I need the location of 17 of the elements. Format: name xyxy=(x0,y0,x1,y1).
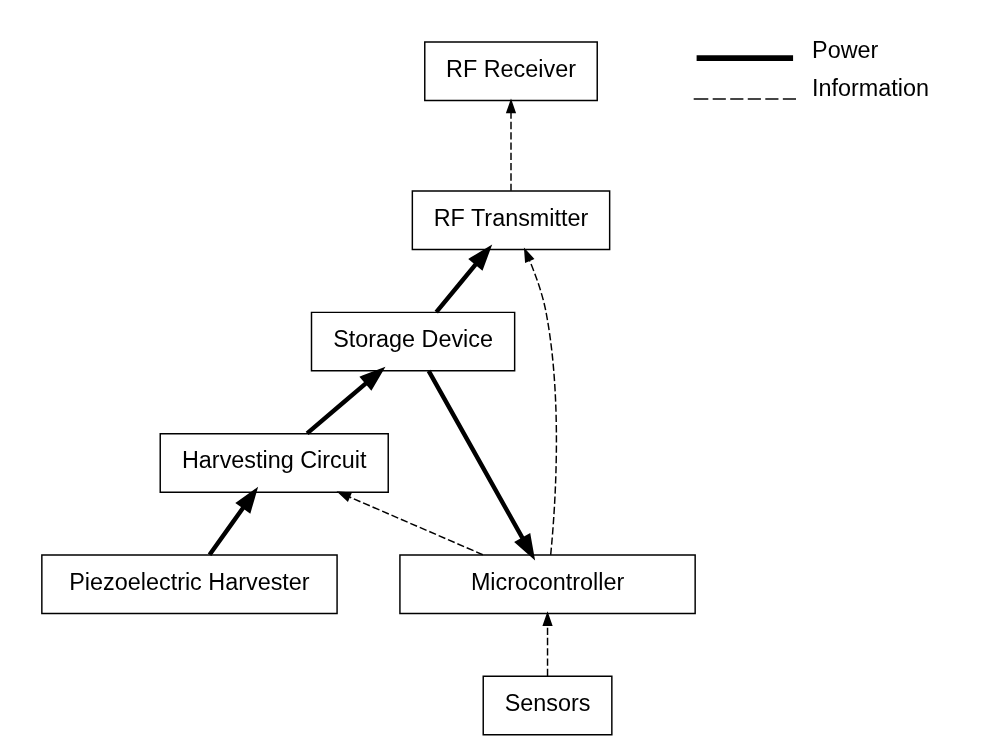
node-box: Sensors xyxy=(482,675,613,736)
arrow xyxy=(426,369,536,561)
arrow xyxy=(434,244,493,314)
legend-label: Power xyxy=(812,36,879,63)
arrow xyxy=(305,366,386,436)
node-box: Microcontroller xyxy=(399,554,696,615)
node-box: RF Receiver xyxy=(424,41,598,102)
node-box: Storage Device xyxy=(310,311,516,372)
arrow xyxy=(542,611,553,677)
arrow xyxy=(336,491,484,556)
node-box: Harvesting Circuit xyxy=(159,432,389,493)
legend-label: Information xyxy=(812,74,930,101)
arrow xyxy=(505,98,517,192)
node-box: RF Transmitter xyxy=(411,190,611,251)
node-box: Piezoelectric Harvester xyxy=(41,554,338,615)
arrow xyxy=(523,247,558,556)
arrow xyxy=(207,486,259,556)
